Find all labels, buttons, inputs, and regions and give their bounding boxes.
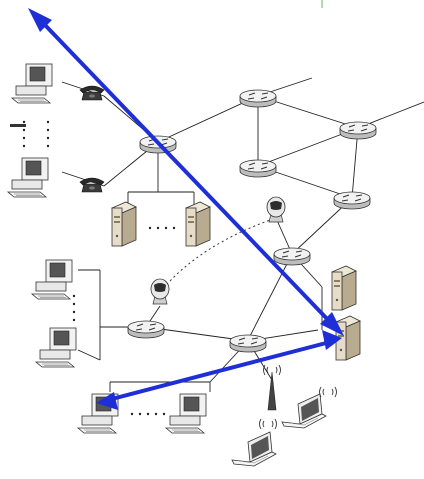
desktop-computer-icon <box>165 393 207 434</box>
desktop-computer-icon <box>31 259 73 300</box>
desktop-computer-icon <box>11 63 53 104</box>
wireless-antenna-icon <box>263 364 281 411</box>
telephone-icon <box>79 177 105 193</box>
server-icon <box>185 201 211 247</box>
arrowhead-icon <box>28 8 52 32</box>
router-icon <box>239 159 277 178</box>
wireless-signal-icon <box>319 386 337 398</box>
arrowhead-icon <box>320 312 344 336</box>
gateway-icon <box>266 196 286 223</box>
arrowheads <box>28 8 344 410</box>
router-icon <box>239 89 277 108</box>
router-icon <box>127 320 165 339</box>
ellipsis-dots <box>22 120 176 416</box>
dotted-link <box>159 217 277 293</box>
arrowhead-icon <box>322 330 342 350</box>
arrowhead-icon <box>96 392 118 410</box>
wireless-signal-icon <box>259 418 277 430</box>
desktop-fragment <box>10 124 26 127</box>
network-links <box>61 0 424 392</box>
laptop-icon <box>231 431 277 467</box>
router-icon <box>229 334 267 353</box>
desktop-computer-icon <box>7 157 49 198</box>
router-icon <box>333 191 371 210</box>
server-icon <box>331 265 357 311</box>
highlight-arrows <box>42 22 334 402</box>
laptop-icon <box>281 393 327 429</box>
gateway-icon <box>150 278 170 305</box>
server-icon <box>111 201 137 247</box>
arrow-top-left-to-server <box>42 22 334 326</box>
telephone-icon <box>79 85 105 101</box>
router-icon <box>273 247 311 266</box>
desktop-computer-icon <box>35 327 77 368</box>
arrow-server-to-bottom-pc <box>106 340 332 402</box>
router-icon <box>339 121 377 140</box>
